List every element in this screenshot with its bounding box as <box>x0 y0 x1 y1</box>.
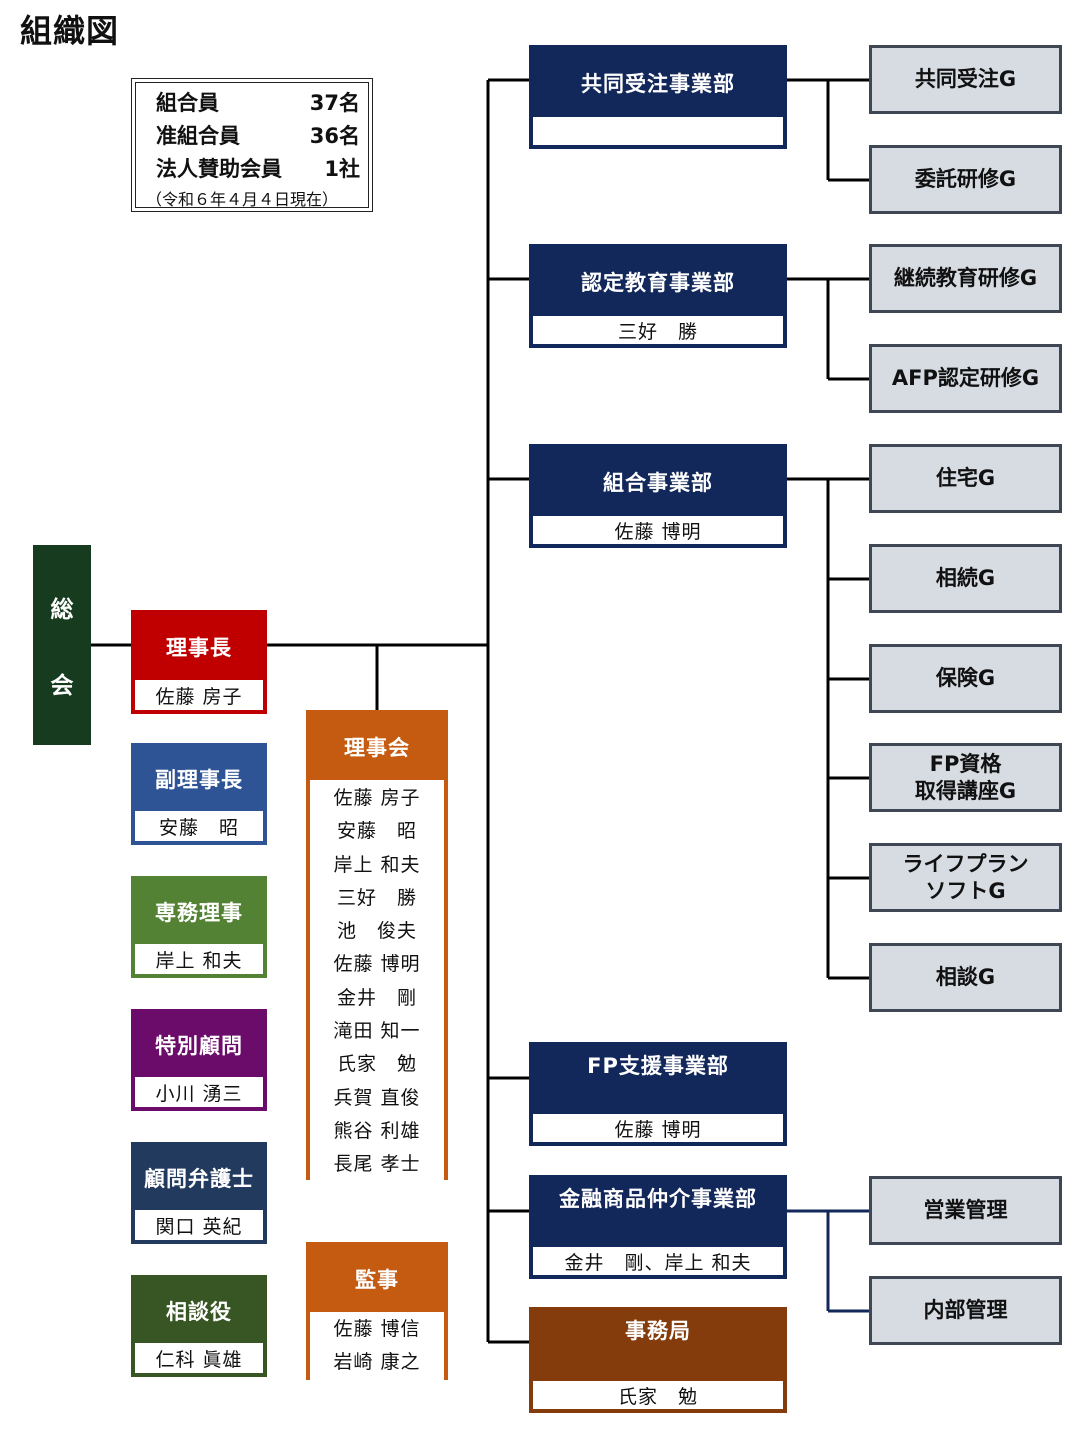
board-member: 長尾 孝士 <box>333 1153 421 1176</box>
board-member: 滝田 知一 <box>333 1020 421 1043</box>
board-member: 金井 剛 <box>336 986 417 1009</box>
board-member: 兵賀 直俊 <box>333 1086 421 1109</box>
auditors-box: 監事 佐藤 博信 岩崎 康之 <box>306 1242 448 1380</box>
group-inheritance: 相続G <box>869 544 1062 613</box>
dept-joint-orders: 共同受注事業部 <box>529 45 787 149</box>
group-housing: 住宅G <box>869 444 1062 513</box>
group-internal-management: 内部管理 <box>869 1276 1062 1345</box>
auditor-member: 岩崎 康之 <box>333 1351 421 1374</box>
board-of-directors-box: 理事会 佐藤 房子 安藤 昭 岸上 和夫 三好 勝 池 俊夫 佐藤 博明 金井 … <box>306 710 448 1182</box>
special-advisor-box: 特別顧問 小川 湧三 <box>131 1009 267 1111</box>
group-afp-training: AFP認定研修G <box>869 344 1062 413</box>
dept-secretariat: 事務局 氏家 勉 <box>529 1307 787 1413</box>
dept-financial-brokerage: 金融商品仲介事業部 金井 剛、岸上 和夫 <box>529 1175 787 1279</box>
stat-row: 組合員 37名 <box>156 91 360 115</box>
vice-chairman-box: 副理事長 安藤 昭 <box>131 743 267 845</box>
group-lifeplan-software: ライフプラン ソフトG <box>869 843 1062 912</box>
chairman-box: 理事長 佐藤 房子 <box>131 610 267 714</box>
stat-row: 法人賛助会員 1社 <box>156 157 360 181</box>
auditor-member: 佐藤 博信 <box>333 1318 421 1340</box>
dept-union-business: 組合事業部 佐藤 博明 <box>529 444 787 548</box>
board-member: 佐藤 房子 <box>333 787 421 809</box>
board-member: 安藤 昭 <box>336 820 417 843</box>
group-sales-management: 営業管理 <box>869 1176 1062 1245</box>
stat-row: 准組合員 36名 <box>156 124 360 148</box>
managing-director-box: 専務理事 岸上 和夫 <box>131 876 267 978</box>
stats-date-note: （令和６年４月４日現在） <box>146 190 339 209</box>
dept-certified-education: 認定教育事業部 三好 勝 <box>529 244 787 348</box>
board-member: 三好 勝 <box>336 886 417 909</box>
group-fp-qualification-course: FP資格 取得講座G <box>869 743 1062 812</box>
group-consultation: 相談G <box>869 943 1062 1012</box>
board-member: 熊谷 利雄 <box>333 1119 421 1142</box>
group-commissioned-training: 委託研修G <box>869 145 1062 214</box>
board-member: 佐藤 博明 <box>333 953 421 976</box>
board-member: 岸上 和夫 <box>333 853 421 876</box>
membership-stats-box: 組合員 37名 准組合員 36名 法人賛助会員 1社 （令和６年４月４日現在） <box>131 78 373 212</box>
board-member: 池 俊夫 <box>336 920 417 943</box>
counselor-box: 相談役 仁科 眞雄 <box>131 1275 267 1377</box>
group-continuing-education: 継続教育研修G <box>869 244 1062 313</box>
general-assembly-box: 総 会 <box>33 545 91 745</box>
group-insurance: 保険G <box>869 644 1062 713</box>
chairman-name: 佐藤 房子 <box>135 680 263 710</box>
page-title: 組織図 <box>20 12 120 50</box>
board-member: 氏家 勉 <box>336 1053 417 1076</box>
legal-advisor-box: 顧問弁護士 関口 英紀 <box>131 1142 267 1244</box>
dept-fp-support: FP支援事業部 佐藤 博明 <box>529 1042 787 1146</box>
group-joint-orders: 共同受注G <box>869 45 1062 114</box>
